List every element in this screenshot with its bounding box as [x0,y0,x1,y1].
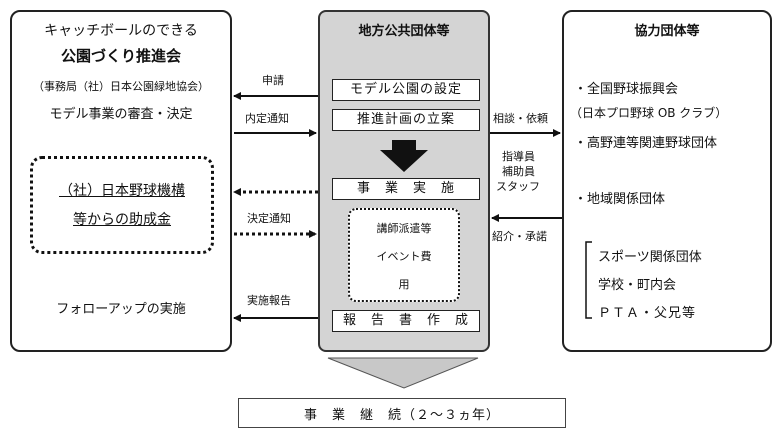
right-item2: ・高野連等関連野球団体 [574,136,718,151]
step-report: 報 告 書 作 成 [332,310,480,332]
step-plan: 推進計画の立案 [332,109,480,131]
label-decision: 決定通知 [247,212,291,225]
group-bracket [585,241,592,319]
left-panel [10,10,232,352]
continuation-box [238,398,566,428]
left-office: （事務局（社）日本公園緑地協会） [33,80,209,93]
right-panel [562,10,772,352]
flow-down-arrow [380,140,428,172]
step-implementation: 事 業 実 施 [332,178,480,200]
label-intro: 紹介・承諾 [492,230,547,243]
group-line3: ＰＴＡ・父兄等 [598,306,697,321]
right-item1: ・全国野球振興会 [574,82,679,97]
left-title-line2: 公園づくり推進会 [60,47,181,65]
label-report: 実施報告 [247,294,291,307]
step-model-park: モデル公園の設定 [332,79,480,101]
left-followup: フォローアップの実施 [56,302,186,317]
grant-line1: （社）日本野球機構 [59,183,185,199]
label-staff-2: 補助員 [502,165,535,178]
event-cost-line1: 講師派遣等 [376,222,432,235]
group-line1: スポーツ関係団体 [598,250,702,265]
right-item1b: （日本プロ野球 OB クラブ） [570,106,728,120]
event-cost-line2: イベント費 [376,250,432,263]
grant-line2: 等からの助成金 [73,212,171,228]
group-line2: 学校・町内会 [598,278,677,293]
continuation-arrow [327,357,479,389]
label-staff-1: 指導員 [502,150,535,163]
label-notice: 内定通知 [245,112,289,125]
left-title-line1: キャッチボールのできる [44,23,198,39]
left-role: モデル事業の審査・決定 [49,107,193,122]
label-apply: 申請 [262,74,284,87]
event-cost-line3: 用 [398,278,410,291]
continuation-label: 事 業 継 続（２～３ヵ年） [303,408,500,423]
event-cost-box [348,208,460,302]
right-title: 協力団体等 [634,24,700,39]
label-consult: 相談・依頼 [493,112,548,125]
right-item3: ・地域関係団体 [574,192,666,207]
grant-box [30,156,214,254]
label-staff-3: スタッフ [496,180,540,193]
center-title: 地方公共団体等 [358,24,450,39]
